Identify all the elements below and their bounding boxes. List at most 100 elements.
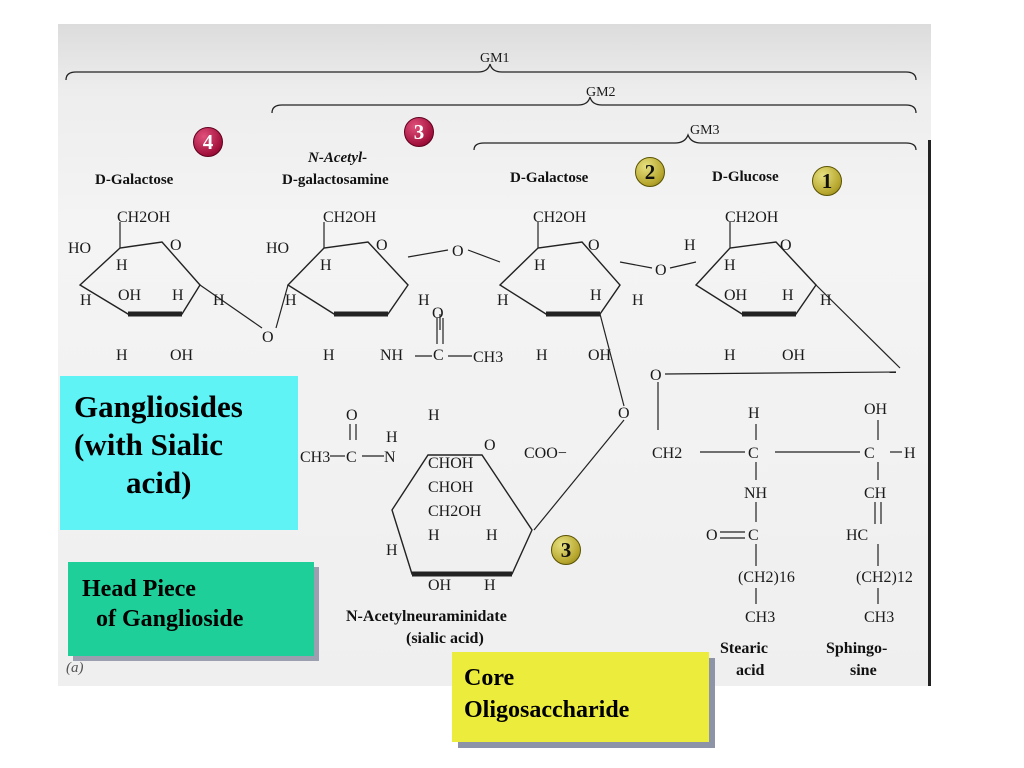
ring3-h3: H bbox=[418, 292, 430, 309]
ring4-ch2oh: CH2OH bbox=[117, 209, 171, 226]
gangliosides-line2: (with Sialic bbox=[74, 427, 223, 462]
sialic-choh1: CHOH bbox=[428, 455, 474, 472]
ring1-h5: H bbox=[724, 347, 736, 364]
head-piece-box: Head Piece of Ganglioside bbox=[68, 562, 314, 656]
label-stearic: Stearic bbox=[720, 640, 768, 657]
badge-1: 1 bbox=[812, 166, 842, 196]
ring2-o: O bbox=[588, 237, 600, 254]
ring4-h2: H bbox=[80, 292, 92, 309]
sialic-ch2oh: CH2OH bbox=[428, 503, 482, 520]
ceramide-nh: NH bbox=[744, 485, 768, 502]
badge-2: 2 bbox=[635, 157, 665, 187]
stearic-ch3: CH3 bbox=[745, 609, 775, 626]
label-d-galactosamine: D-galactosamine bbox=[282, 172, 389, 188]
label-d-glucose: D-Glucose bbox=[712, 169, 779, 185]
core-line1: Core bbox=[464, 665, 515, 691]
ring1-oh2: OH bbox=[782, 347, 806, 364]
ring1-ch2oh: CH2OH bbox=[725, 209, 779, 226]
sialic-coo: COO− bbox=[524, 445, 567, 462]
label-sialic-name: N-Acetylneuraminidate bbox=[346, 608, 507, 625]
ring3-nh: NH bbox=[380, 347, 404, 364]
ring4-ho: HO bbox=[68, 240, 91, 257]
ring4-h3: H bbox=[172, 287, 184, 304]
stearic-c: C bbox=[748, 527, 759, 544]
core-line2: Oligosaccharide bbox=[464, 697, 630, 723]
sphingosine-c: C bbox=[864, 445, 875, 462]
sphingosine-h: H bbox=[904, 445, 916, 462]
ring2-ch2oh: CH2OH bbox=[533, 209, 587, 226]
sialic-h1: H bbox=[428, 407, 440, 424]
badge-4: 4 bbox=[193, 127, 223, 157]
sphingosine-hc: HC bbox=[846, 527, 868, 544]
stearic-o: O bbox=[706, 527, 718, 544]
stearic-chain: (CH2)16 bbox=[738, 569, 795, 586]
sialic-c: C bbox=[346, 449, 357, 466]
label-sphingo: Sphingo- bbox=[826, 640, 888, 657]
sialic-oh: OH bbox=[428, 577, 452, 594]
gangliosides-line1: Gangliosides bbox=[74, 389, 243, 424]
ring1-h2: H bbox=[724, 257, 736, 274]
ring4-oh2: OH bbox=[170, 347, 194, 364]
badge-3-sialic: 3 bbox=[551, 535, 581, 565]
badge-3-top: 3 bbox=[404, 117, 434, 147]
gm1-label: GM1 bbox=[480, 51, 510, 66]
ring2-h2: H bbox=[497, 292, 509, 309]
label-n-acetyl: N-Acetyl- bbox=[308, 150, 368, 166]
ring2-h5: H bbox=[536, 347, 548, 364]
ring2-oh: OH bbox=[588, 347, 612, 364]
sialic-nh-h: H bbox=[386, 429, 398, 446]
figure-part-label: (a) bbox=[66, 660, 84, 676]
ring1-o: O bbox=[780, 237, 792, 254]
sphingosine-oh: OH bbox=[864, 401, 888, 418]
ring3-carbonyl-o: O bbox=[432, 305, 444, 322]
glycosidic-o: O bbox=[650, 367, 662, 384]
ring2-h4: H bbox=[632, 292, 644, 309]
ring4-o: O bbox=[170, 237, 182, 254]
ring-galactose-2 bbox=[498, 241, 621, 315]
ceramide-c: C bbox=[748, 445, 759, 462]
ring3-c: C bbox=[433, 347, 444, 364]
gangliosides-line3: acid) bbox=[126, 465, 192, 500]
sialic-o: O bbox=[484, 437, 496, 454]
gm2-bracket bbox=[271, 96, 917, 114]
sialic-h5: H bbox=[484, 577, 496, 594]
gm3-bracket bbox=[473, 133, 917, 151]
ring4-h4: H bbox=[213, 292, 225, 309]
ring3-ho: HO bbox=[266, 240, 289, 257]
gm2-label: GM2 bbox=[586, 85, 616, 100]
ring-galnac-3 bbox=[286, 241, 409, 315]
figure-edge bbox=[928, 140, 931, 686]
sialic-ch3: CH3 bbox=[300, 449, 330, 466]
sialic-carbonyl-o: O bbox=[346, 407, 358, 424]
ring1-oh: OH bbox=[724, 287, 748, 304]
ring-glucose-1 bbox=[694, 241, 817, 315]
ring4-h1: H bbox=[116, 257, 128, 274]
ring1-h3: H bbox=[782, 287, 794, 304]
gm3-label: GM3 bbox=[690, 123, 720, 138]
ring3-o: O bbox=[376, 237, 388, 254]
gm-brackets bbox=[65, 63, 917, 151]
label-acid: acid bbox=[736, 662, 765, 679]
ring3-h2: H bbox=[285, 292, 297, 309]
sialic-h4: H bbox=[386, 542, 398, 559]
core-oligosaccharide-box: Core Oligosaccharide bbox=[452, 652, 709, 742]
head-piece-line1: Head Piece bbox=[82, 576, 196, 602]
sialic-link-o: O bbox=[618, 405, 630, 422]
link-o-2-1: O bbox=[655, 262, 667, 279]
bonds bbox=[119, 222, 902, 604]
ring1-h1: H bbox=[684, 237, 696, 254]
link-o-3-2: O bbox=[452, 243, 464, 260]
label-sialic-acid: (sialic acid) bbox=[406, 630, 484, 647]
ring4-oh: OH bbox=[118, 287, 142, 304]
ring2-h3: H bbox=[590, 287, 602, 304]
sphingosine-ch3: CH3 bbox=[864, 609, 894, 626]
head-piece-line2: of Ganglioside bbox=[96, 606, 244, 632]
sialic-h2: H bbox=[428, 527, 440, 544]
sphingosine-chain: (CH2)12 bbox=[856, 569, 913, 586]
gangliosides-box: Gangliosides (with Sialic acid) bbox=[60, 376, 298, 530]
sphingosine-ch: CH bbox=[864, 485, 887, 502]
ring3-ch3: CH3 bbox=[473, 349, 503, 366]
ring3-h1: H bbox=[320, 257, 332, 274]
label-d-galactose-4: D-Galactose bbox=[95, 172, 174, 188]
